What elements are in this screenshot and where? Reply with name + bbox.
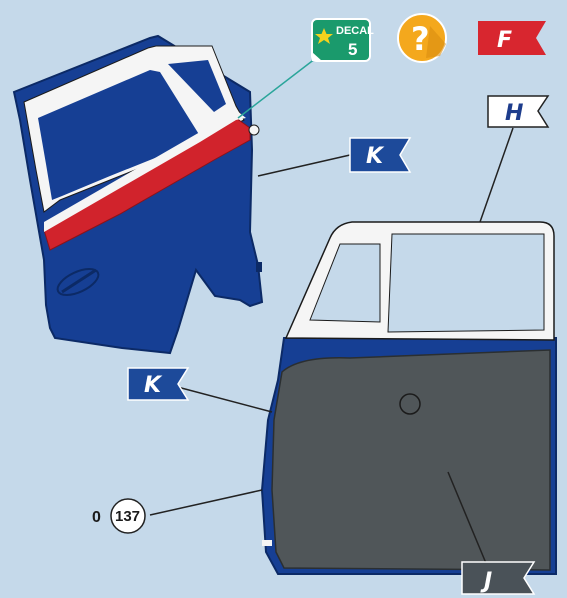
right-door-handle-hole bbox=[400, 394, 420, 414]
decal-badge: DECAL 5 bbox=[312, 19, 374, 61]
flag-h-letter: H bbox=[505, 101, 523, 126]
part-quantity: 0 bbox=[92, 509, 101, 526]
right-door-main-opening bbox=[388, 234, 544, 332]
part-number: 137 bbox=[115, 508, 140, 525]
right-door-interior-panel bbox=[272, 350, 550, 570]
help-icon: ? bbox=[398, 14, 446, 62]
flag-k-lower: K bbox=[128, 368, 188, 400]
leader-part-137 bbox=[150, 490, 262, 515]
leader-h bbox=[480, 128, 513, 222]
flag-k-upper-letter: K bbox=[366, 144, 385, 169]
decal-label: DECAL bbox=[336, 25, 374, 37]
help-symbol: ? bbox=[411, 20, 430, 58]
left-door-hinge bbox=[256, 262, 262, 272]
flag-f-letter: F bbox=[497, 28, 512, 53]
flag-j-shape bbox=[462, 562, 534, 594]
flag-k-lower-letter: K bbox=[144, 373, 163, 398]
left-door-mirror-mount bbox=[249, 125, 259, 135]
leader-k-upper bbox=[258, 155, 350, 176]
flag-k-upper: K bbox=[350, 138, 410, 172]
decal-number: 5 bbox=[348, 40, 357, 59]
right-door bbox=[262, 222, 556, 574]
right-door-notch bbox=[262, 540, 272, 546]
flag-h: H bbox=[488, 96, 548, 127]
leader-decal bbox=[238, 55, 320, 118]
flag-j: J bbox=[462, 562, 534, 594]
flag-f: F bbox=[478, 21, 546, 55]
part-callout: 0 137 bbox=[92, 499, 145, 533]
left-door bbox=[14, 36, 262, 353]
